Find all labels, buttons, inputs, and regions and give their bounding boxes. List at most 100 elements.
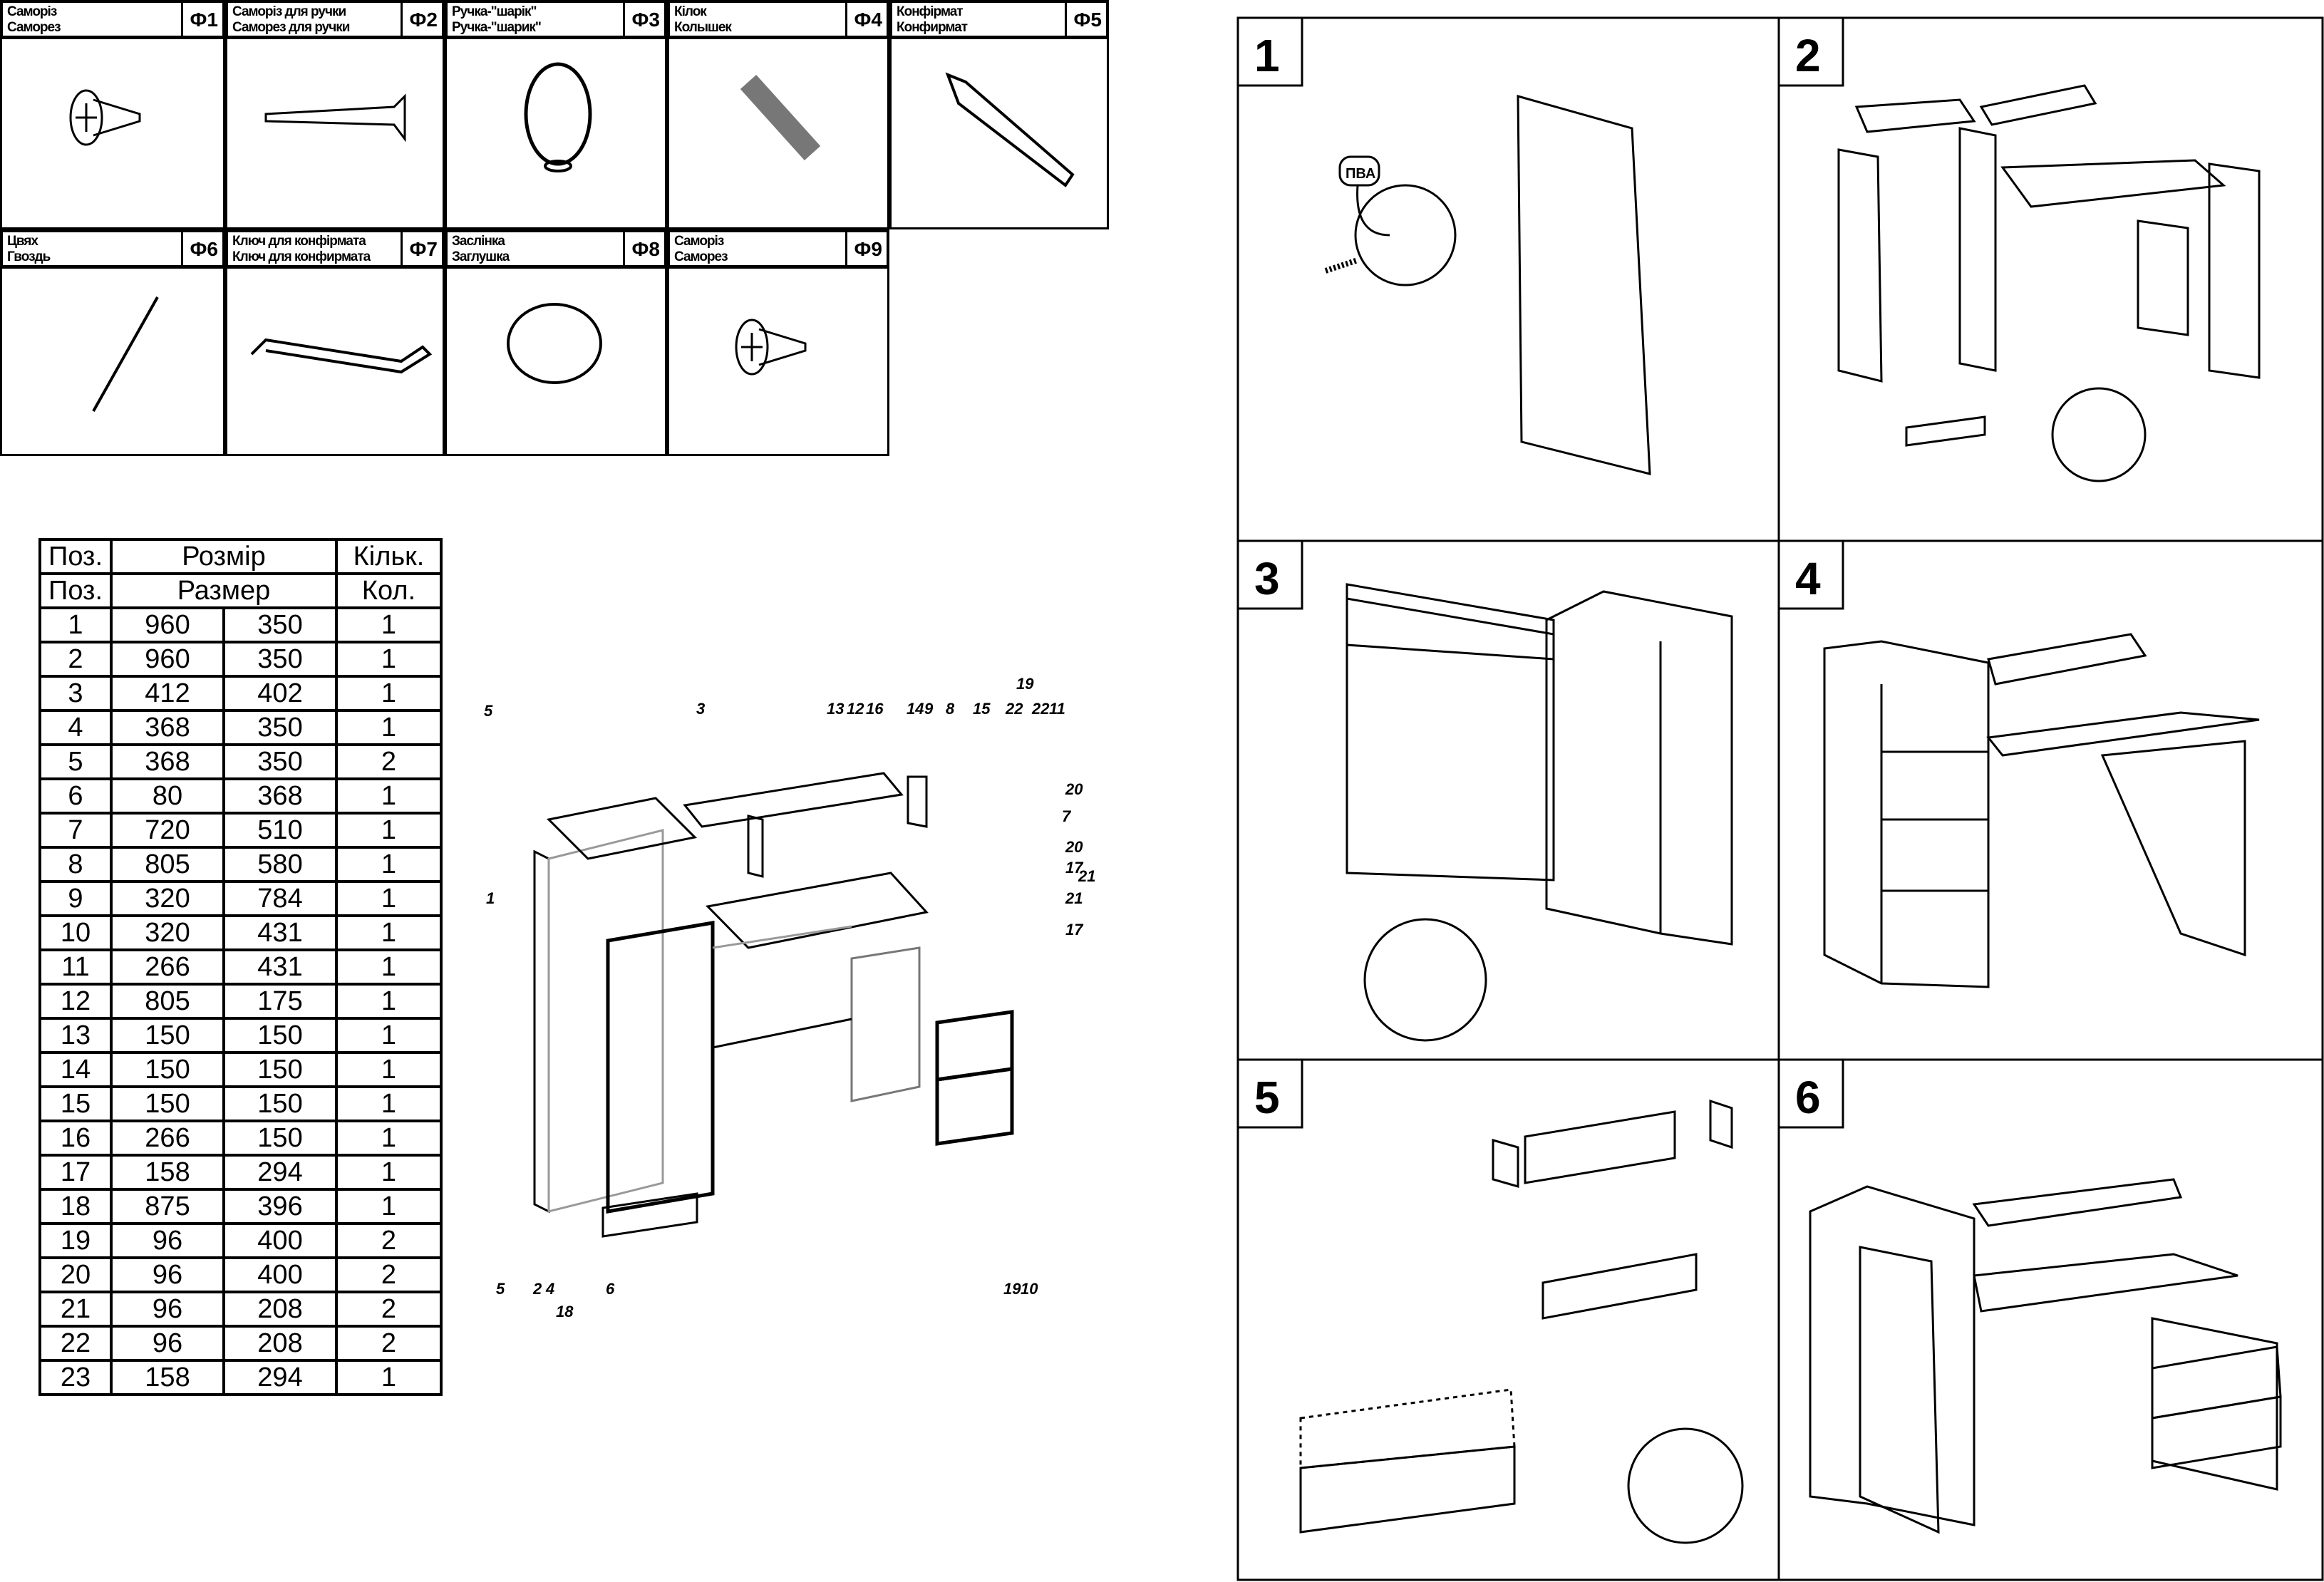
part-callout: 22 [1005, 700, 1023, 718]
cell-length: 158 [110, 1154, 225, 1191]
cell-qty: 1 [335, 1154, 443, 1191]
cell-length: 720 [110, 812, 225, 849]
hardware-header: Ручка-"шарік"Ручка-"шарик"Ф3 [445, 0, 667, 38]
cell-pos: 6 [38, 777, 113, 815]
cell-length: 320 [110, 880, 225, 917]
cell-length: 805 [110, 983, 225, 1020]
part-callout: 13 [827, 700, 844, 718]
cell-qty: 1 [335, 1359, 443, 1396]
part-callout: 4 [545, 1280, 554, 1298]
cell-width: 208 [222, 1291, 338, 1328]
cell-qty: 1 [335, 641, 443, 678]
hardware-code: Ф4 [845, 3, 882, 36]
cell-qty: 1 [335, 709, 443, 746]
screw-icon [667, 267, 889, 456]
part-callout: 18 [556, 1303, 574, 1320]
step4-drawing [1823, 633, 2260, 988]
part-callout: 1 [486, 889, 495, 907]
cell-qty: 1 [335, 1085, 443, 1122]
part-callout: 9 [924, 700, 934, 718]
part-callout: 20 [1065, 780, 1083, 798]
exploded-diagram [533, 772, 1014, 1238]
cell-width: 350 [222, 641, 338, 678]
cap-icon [445, 267, 667, 456]
part-callout: 12 [847, 700, 864, 718]
cell-width: 400 [222, 1222, 338, 1259]
part-callout: 19 [1016, 675, 1034, 693]
hardware-code: Ф9 [845, 232, 882, 265]
cell-width: 150 [222, 1051, 338, 1088]
cell-pos: 14 [38, 1051, 113, 1088]
header-qty: Кол. [335, 572, 443, 609]
cell-width: 431 [222, 914, 338, 951]
cell-length: 875 [110, 1188, 225, 1225]
cell-width: 150 [222, 1085, 338, 1122]
cell-length: 960 [110, 606, 225, 643]
header-pos: Поз. [38, 572, 113, 609]
handle-screw-icon [225, 37, 445, 229]
cell-length: 412 [110, 675, 225, 712]
cell-pos: 15 [38, 1085, 113, 1122]
cell-width: 510 [222, 812, 338, 849]
part-callout: 6 [606, 1280, 615, 1298]
hardware-name: Ручка-"шарік"Ручка-"шарик" [452, 4, 542, 35]
cell-length: 960 [110, 641, 225, 678]
header-pos: Поз. [38, 538, 113, 575]
part-callout: 2 [532, 1280, 542, 1298]
cell-qty: 1 [335, 983, 443, 1020]
hex-key-icon [225, 267, 445, 456]
part-callout: 21 [1078, 867, 1095, 885]
cell-pos: 22 [38, 1325, 113, 1362]
cell-length: 150 [110, 1051, 225, 1088]
cell-pos: 23 [38, 1359, 113, 1396]
cell-qty: 2 [335, 1291, 443, 1328]
part-callout: 19 [1003, 1280, 1021, 1298]
header-qty: Кільк. [335, 538, 443, 575]
part-callout: 8 [946, 700, 955, 718]
cell-width: 400 [222, 1256, 338, 1293]
cell-qty: 1 [335, 606, 443, 643]
cell-length: 266 [110, 1120, 225, 1157]
cell-pos: 1 [38, 606, 113, 643]
cell-qty: 1 [335, 1017, 443, 1054]
cell-qty: 1 [335, 914, 443, 951]
step2-drawing [1837, 84, 2261, 482]
cell-pos: 19 [38, 1222, 113, 1259]
dowel-icon [667, 37, 889, 229]
part-callout: 10 [1021, 1280, 1038, 1298]
cell-qty: 1 [335, 1188, 443, 1225]
cell-pos: 17 [38, 1154, 113, 1191]
cell-qty: 2 [335, 743, 443, 780]
cell-length: 158 [110, 1359, 225, 1396]
cell-qty: 1 [335, 948, 443, 986]
cell-pos: 18 [38, 1188, 113, 1225]
cell-length: 368 [110, 743, 225, 780]
cell-width: 784 [222, 880, 338, 917]
part-callout: 11 [1049, 700, 1065, 718]
cell-pos: 9 [38, 880, 113, 917]
table-header-ru: Поз. Размер Кол. [38, 572, 443, 609]
cell-qty: 1 [335, 846, 443, 883]
cell-qty: 1 [335, 1051, 443, 1088]
cell-width: 431 [222, 948, 338, 986]
